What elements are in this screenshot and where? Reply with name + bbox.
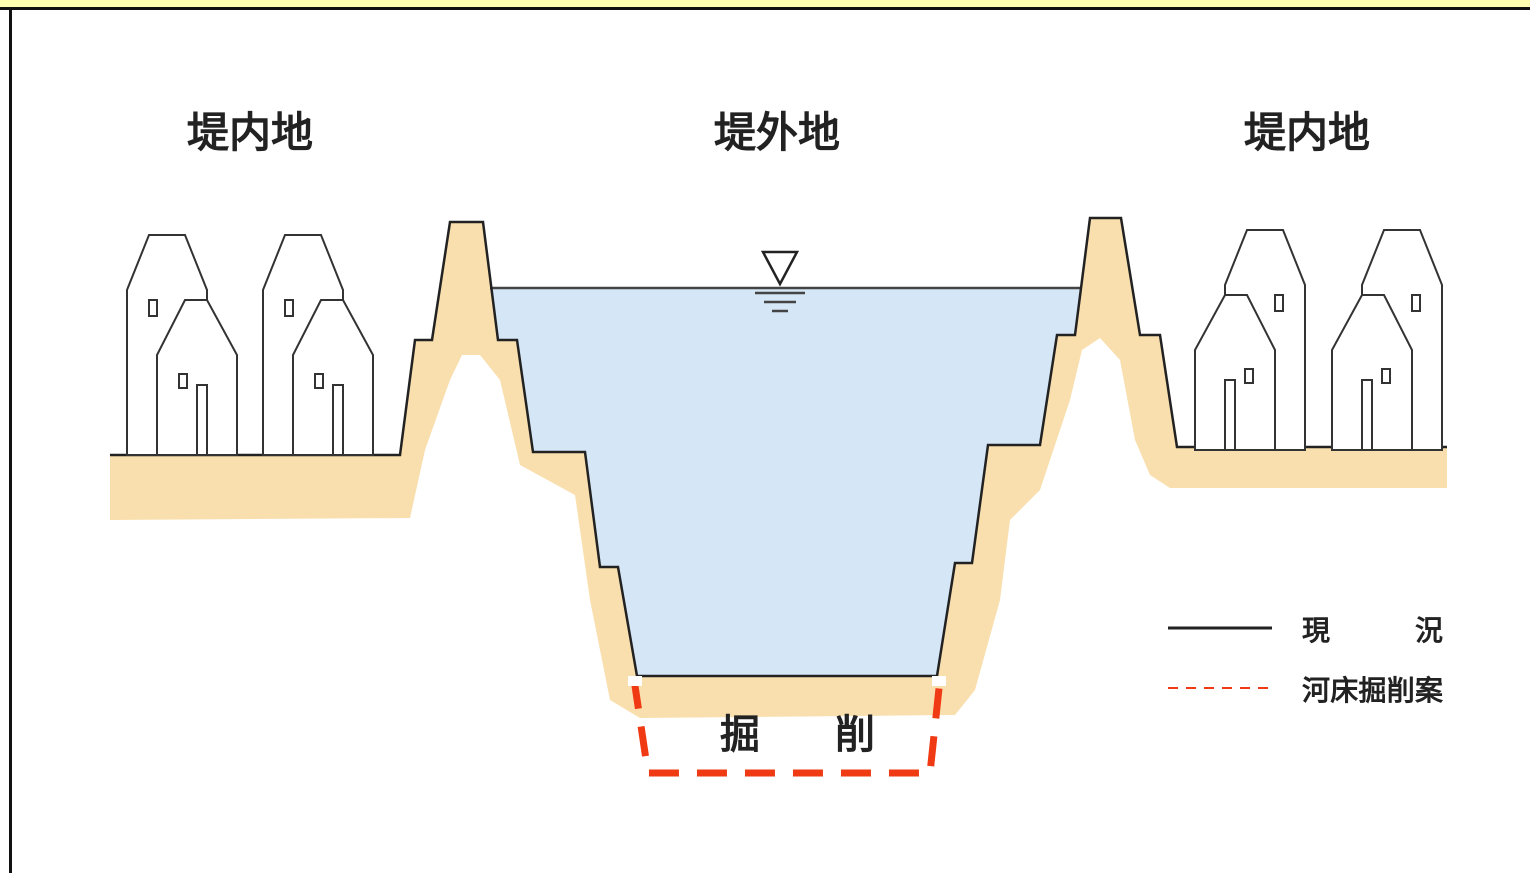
river-water [490, 288, 1080, 676]
top-border [0, 0, 1530, 10]
center-region-label: 堤外地 [714, 108, 840, 157]
house-icon [262, 234, 374, 456]
legend-proposal-label: 河床掘削案 [1302, 674, 1444, 707]
legend-current-label-right: 況 [1415, 614, 1443, 647]
current-ground-profile [110, 216, 1447, 678]
house-icon [1194, 229, 1306, 451]
house-icon [126, 234, 238, 456]
dash-cap [628, 676, 642, 686]
water-level-icon [755, 250, 805, 313]
excavation-label-char1: 掘 [720, 711, 760, 758]
right-region-label: 堤内地 [1244, 108, 1370, 157]
left-border [9, 10, 12, 873]
dash-cap [932, 676, 946, 686]
excavation-label-char2: 削 [835, 711, 875, 758]
house-icon [1331, 229, 1443, 451]
left-region-label: 堤内地 [187, 108, 313, 157]
legend: 現 況 河床掘削案 [1168, 614, 1444, 707]
legend-current-label-left: 現 [1302, 614, 1330, 647]
ground-soil [110, 218, 1447, 718]
